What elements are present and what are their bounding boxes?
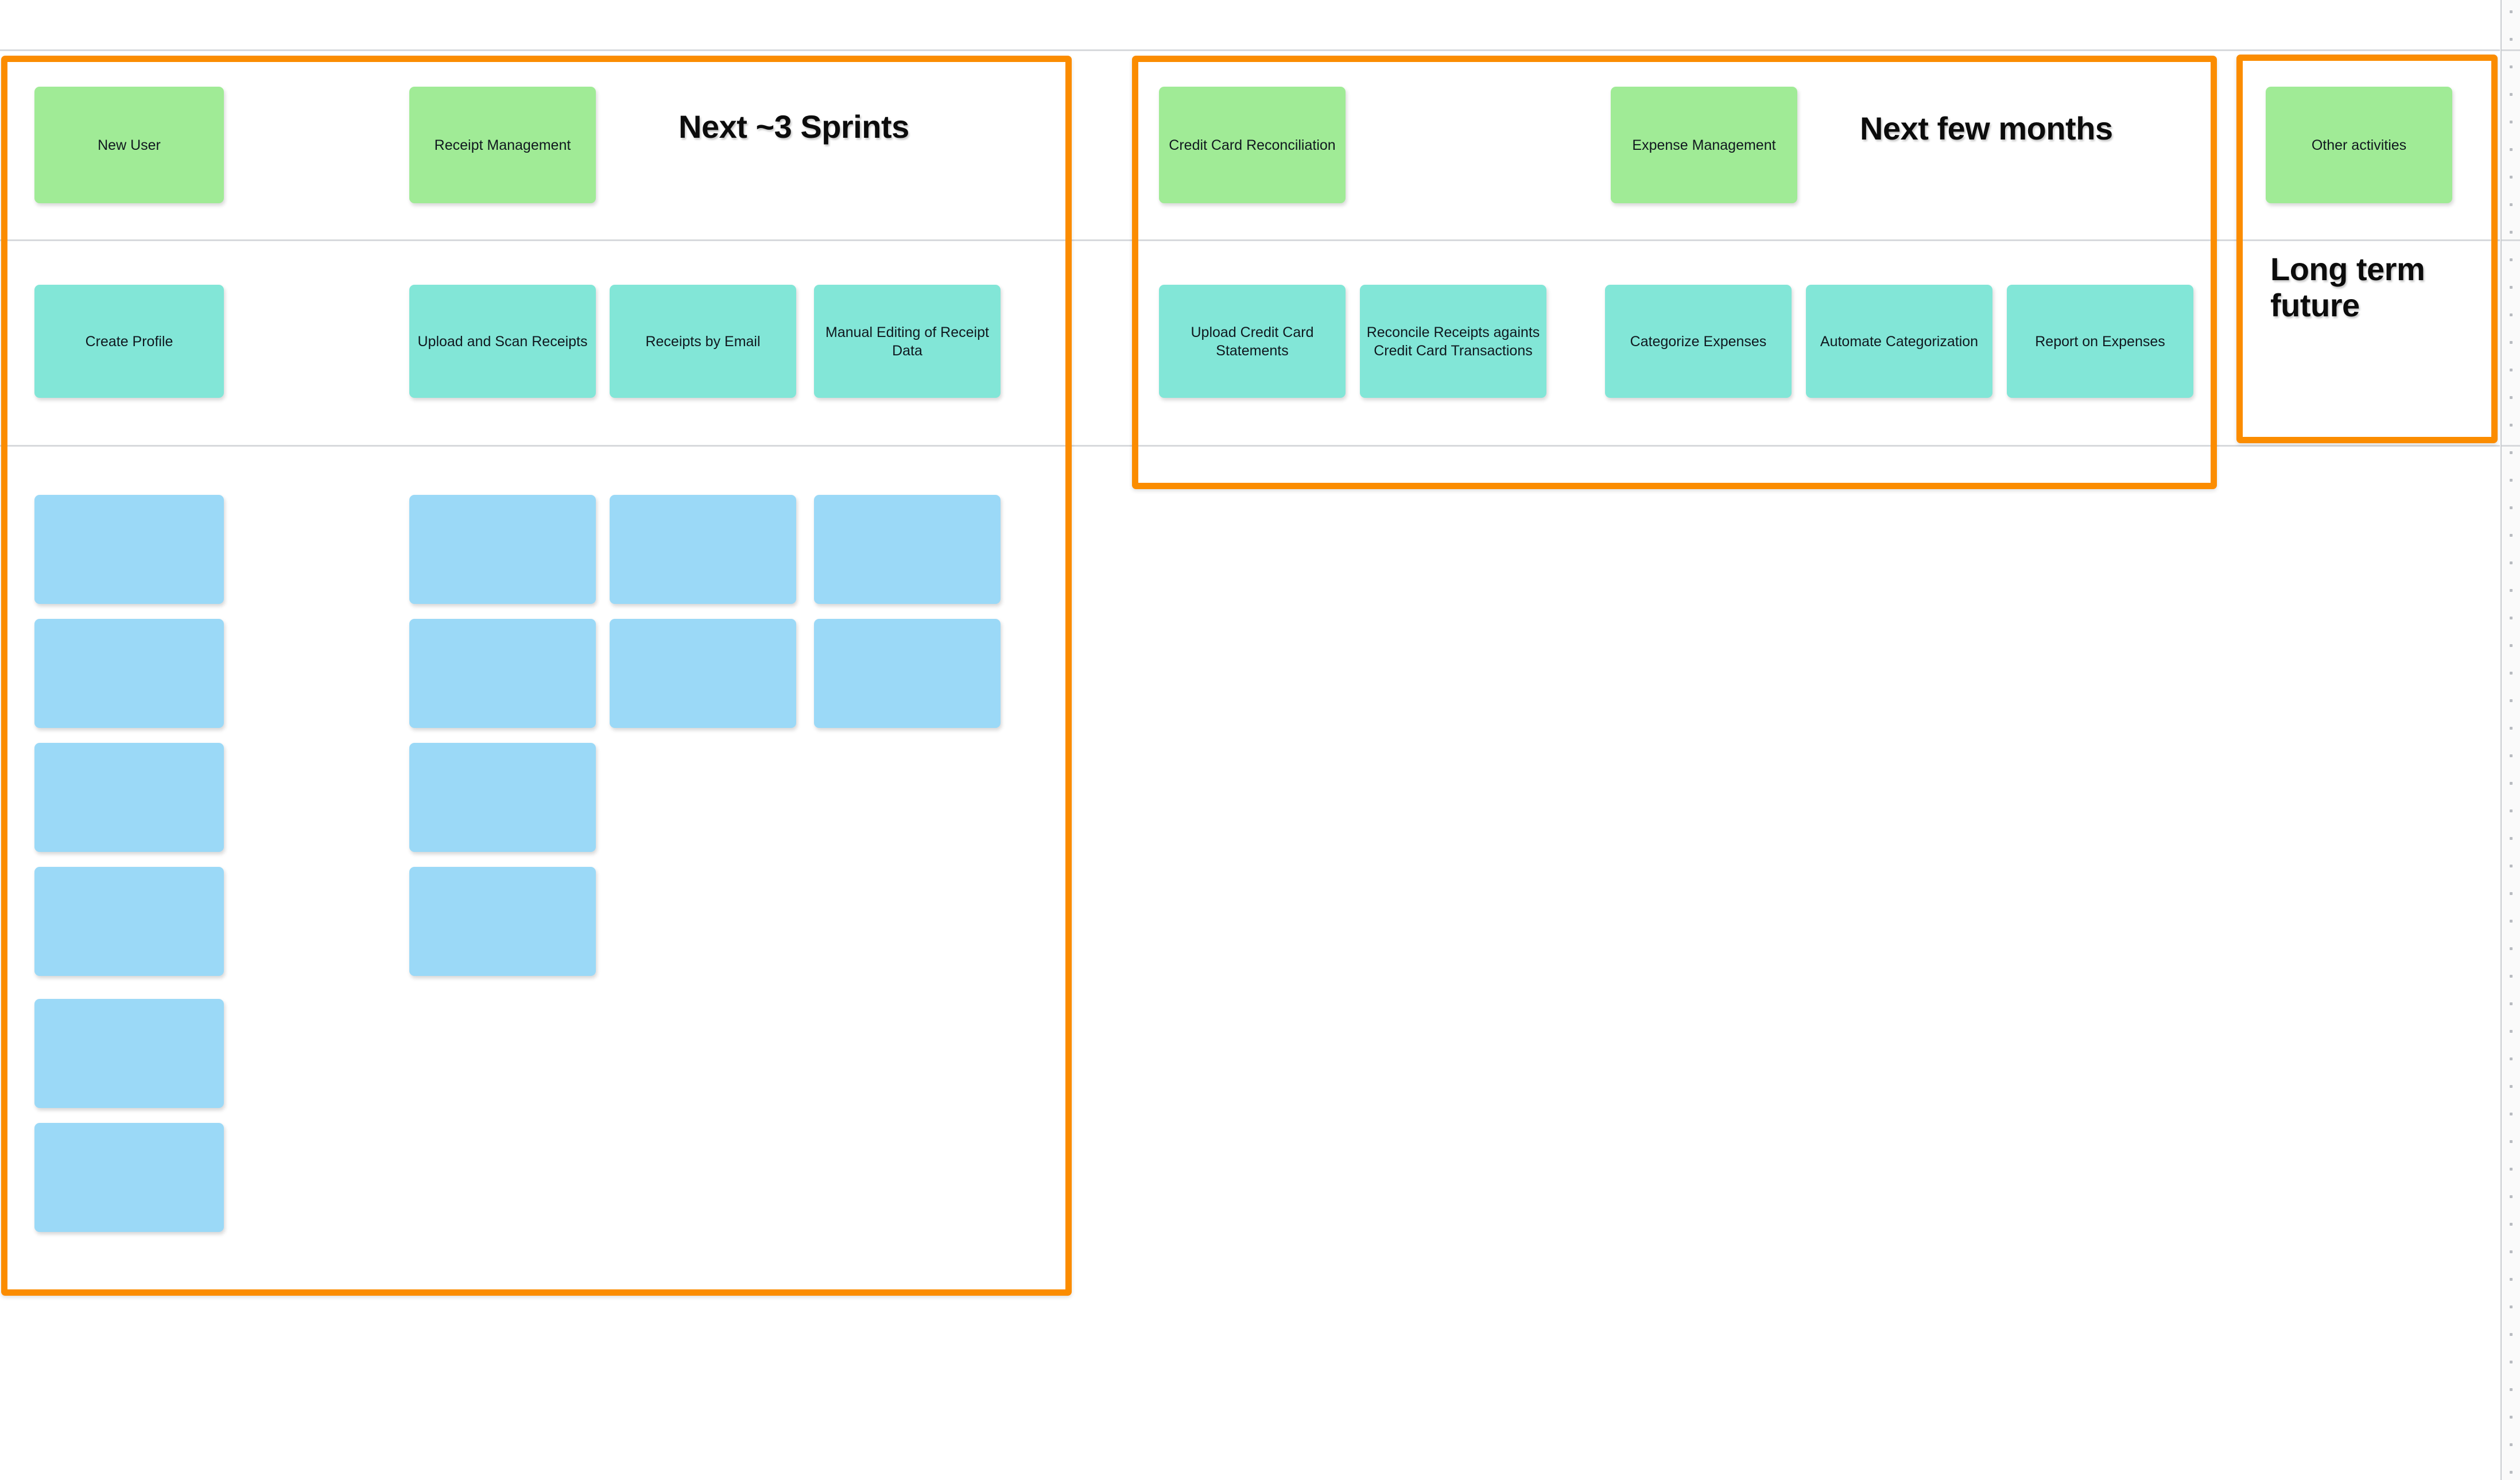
ruler-tick — [2510, 975, 2513, 978]
ruler-tick — [2510, 148, 2513, 151]
ruler-tick — [2510, 93, 2513, 96]
ruler-tick — [2510, 589, 2513, 592]
swimlane-rule-top — [0, 49, 2500, 51]
activity-card-reconcile-receipts-against-credit-card-transactions[interactable]: Reconcile Receipts againts Credit Card T… — [1360, 285, 1546, 398]
ruler-tick — [2510, 231, 2513, 234]
gutter-rule-epics — [2502, 239, 2520, 241]
ruler-tick — [2510, 1113, 2513, 1115]
ruler-tick — [2510, 1278, 2513, 1281]
ruler-tick — [2510, 121, 2513, 123]
activity-card-report-on-expenses[interactable]: Report on Expenses — [2007, 285, 2193, 398]
release-frame-long-term-future[interactable] — [2236, 55, 2498, 443]
activity-card-upload-and-scan-receipts[interactable]: Upload and Scan Receipts — [409, 285, 596, 398]
epic-card-expense-management[interactable]: Expense Management — [1611, 87, 1797, 203]
ruler-tick — [2510, 1030, 2513, 1033]
ruler-tick — [2510, 1471, 2513, 1474]
story-card[interactable] — [409, 495, 596, 604]
story-card[interactable] — [34, 999, 224, 1108]
ruler-tick — [2510, 672, 2513, 675]
vertical-scroll-gutter[interactable] — [2500, 0, 2520, 1480]
story-card[interactable] — [610, 495, 796, 604]
story-card[interactable] — [34, 867, 224, 976]
ruler-tick — [2510, 534, 2513, 537]
ruler-tick — [2510, 892, 2513, 895]
ruler-tick — [2510, 1085, 2513, 1088]
swimlane-rule-acts — [0, 445, 2500, 447]
epic-card-receipt-management[interactable]: Receipt Management — [409, 87, 596, 203]
epic-card-credit-card-reconciliation[interactable]: Credit Card Reconciliation — [1159, 87, 1346, 203]
ruler-tick — [2510, 837, 2513, 840]
activity-card-manual-editing-of-receipt-data[interactable]: Manual Editing of Receipt Data — [814, 285, 1001, 398]
epic-card-other-activities[interactable]: Other activities — [2266, 87, 2452, 203]
swimlane-rule-epics — [0, 239, 2500, 241]
release-title-next-3-sprints: Next ~3 Sprints — [679, 109, 909, 145]
ruler-tick — [2510, 1416, 2513, 1419]
ruler-tick — [2510, 506, 2513, 509]
ruler-tick — [2510, 341, 2513, 344]
story-card[interactable] — [409, 867, 596, 976]
ruler-tick — [2510, 258, 2513, 261]
ruler-tick — [2510, 38, 2513, 41]
ruler-tick — [2510, 947, 2513, 950]
ruler-tick — [2510, 10, 2513, 13]
release-title-long-term-future: Long term future — [2270, 251, 2425, 323]
ruler-tick — [2510, 369, 2513, 371]
gutter-rule-acts — [2502, 445, 2520, 447]
ruler-tick — [2510, 809, 2513, 812]
gutter-rule-top — [2502, 49, 2520, 51]
ruler-tick — [2510, 203, 2513, 206]
ruler-tick — [2510, 561, 2513, 564]
ruler-tick — [2510, 1443, 2513, 1446]
activity-card-automate-categorization[interactable]: Automate Categorization — [1806, 285, 1992, 398]
ruler-tick — [2510, 451, 2513, 454]
story-card[interactable] — [34, 743, 224, 852]
ruler-tick — [2510, 1168, 2513, 1171]
activity-card-categorize-expenses[interactable]: Categorize Expenses — [1605, 285, 1792, 398]
activity-card-upload-credit-card-statements[interactable]: Upload Credit Card Statements — [1159, 285, 1346, 398]
ruler-tick — [2510, 1361, 2513, 1363]
release-title-next-few-months: Next few months — [1860, 110, 2113, 146]
ruler-tick — [2510, 1250, 2513, 1253]
activity-card-receipts-by-email[interactable]: Receipts by Email — [610, 285, 796, 398]
story-card[interactable] — [610, 619, 796, 728]
ruler-tick — [2510, 617, 2513, 619]
story-card[interactable] — [409, 743, 596, 852]
ruler-tick — [2510, 699, 2513, 702]
ruler-tick — [2510, 396, 2513, 399]
story-card[interactable] — [814, 495, 1001, 604]
activity-card-create-profile[interactable]: Create Profile — [34, 285, 224, 398]
ruler-tick — [2510, 1002, 2513, 1005]
ruler-tick — [2510, 920, 2513, 923]
ruler-tick — [2510, 313, 2513, 316]
ruler-tick — [2510, 65, 2513, 68]
ruler-tick — [2510, 176, 2513, 179]
ruler-tick — [2510, 479, 2513, 482]
story-card[interactable] — [34, 619, 224, 728]
release-frame-next-few-months[interactable] — [1132, 56, 2217, 489]
epic-card-new-user[interactable]: New User — [34, 87, 224, 203]
ruler-tick — [2510, 754, 2513, 757]
ruler-tick — [2510, 286, 2513, 289]
story-card[interactable] — [814, 619, 1001, 728]
ruler-tick — [2510, 865, 2513, 867]
story-card[interactable] — [34, 1123, 224, 1232]
ruler-tick — [2510, 1333, 2513, 1336]
ruler-tick — [2510, 1388, 2513, 1391]
ruler-tick — [2510, 1057, 2513, 1060]
ruler-tick — [2510, 727, 2513, 730]
ruler-tick — [2510, 1223, 2513, 1226]
ruler-tick — [2510, 424, 2513, 427]
story-card[interactable] — [34, 495, 224, 604]
story-card[interactable] — [409, 619, 596, 728]
ruler-tick — [2510, 644, 2513, 647]
ruler-tick — [2510, 782, 2513, 785]
ruler-tick — [2510, 1305, 2513, 1308]
ruler-tick — [2510, 1195, 2513, 1198]
ruler-tick — [2510, 1140, 2513, 1143]
release-frame-next-3-sprints[interactable] — [1, 56, 1072, 1296]
